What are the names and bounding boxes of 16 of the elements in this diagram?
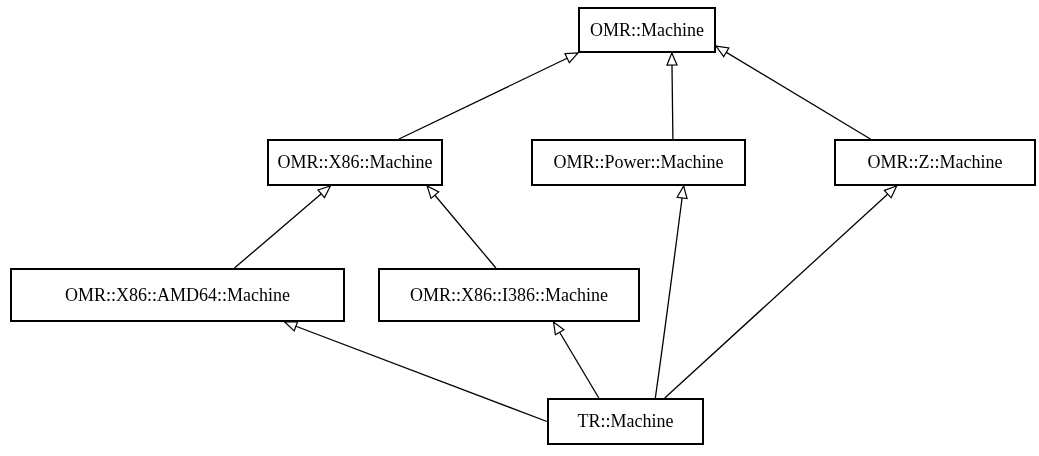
inheritance-arrow (715, 45, 871, 140)
class-box: OMR::X86::AMD64::Machine (10, 268, 345, 322)
class-box: OMR::Power::Machine (531, 139, 746, 186)
inheritance-arrow (552, 321, 600, 399)
class-box: OMR::X86::Machine (267, 139, 443, 186)
class-box: TR::Machine (547, 398, 704, 445)
inheritance-arrow (666, 52, 678, 140)
inheritance-arrow (233, 185, 331, 269)
inheritance-arrow (664, 185, 898, 399)
inheritance-arrow (654, 185, 688, 399)
inheritance-arrow (426, 185, 497, 269)
class-box: OMR::X86::I386::Machine (378, 268, 640, 322)
class-box: OMR::Z::Machine (834, 139, 1036, 186)
inheritance-arrow (398, 52, 579, 140)
inheritance-arrow (284, 321, 548, 423)
class-box: OMR::Machine (578, 7, 716, 53)
